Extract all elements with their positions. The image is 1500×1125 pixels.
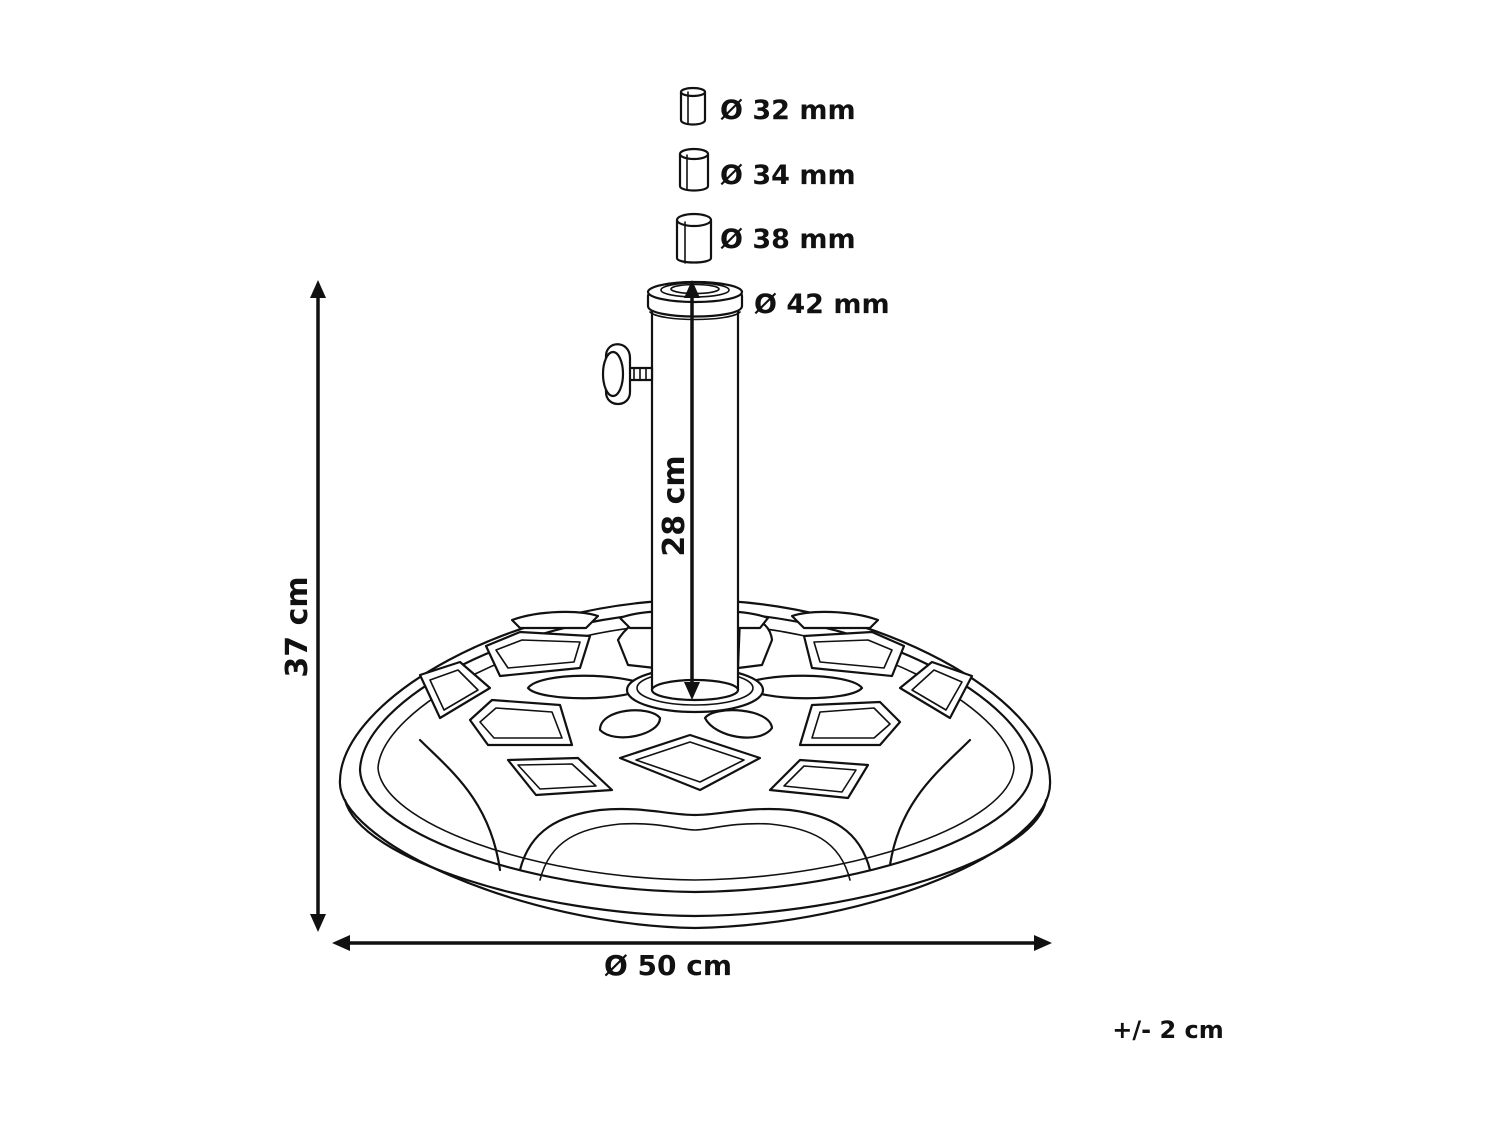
tolerance-label: +/- 2 cm <box>1112 1016 1223 1044</box>
adapter-34mm-label: Ø 34 mm <box>720 160 856 191</box>
adapter-32mm <box>679 86 707 126</box>
total-height-arrow <box>310 280 326 932</box>
total-height-label: 37 cm <box>280 576 315 677</box>
adapter-38mm-label: Ø 38 mm <box>720 224 856 255</box>
base-diameter-label: Ø 50 cm <box>604 949 732 982</box>
pole-height-label: 28 cm <box>657 455 692 556</box>
umbrella-base <box>338 598 1052 930</box>
base-diameter-arrow <box>332 935 1052 951</box>
adapter-34mm <box>678 147 710 192</box>
adapter-32mm-label: Ø 32 mm <box>720 95 856 126</box>
tightening-screw <box>601 343 654 406</box>
pole-top-diameter-label: Ø 42 mm <box>754 289 890 320</box>
pole-height-arrow <box>684 280 700 700</box>
adapter-38mm <box>675 212 713 264</box>
